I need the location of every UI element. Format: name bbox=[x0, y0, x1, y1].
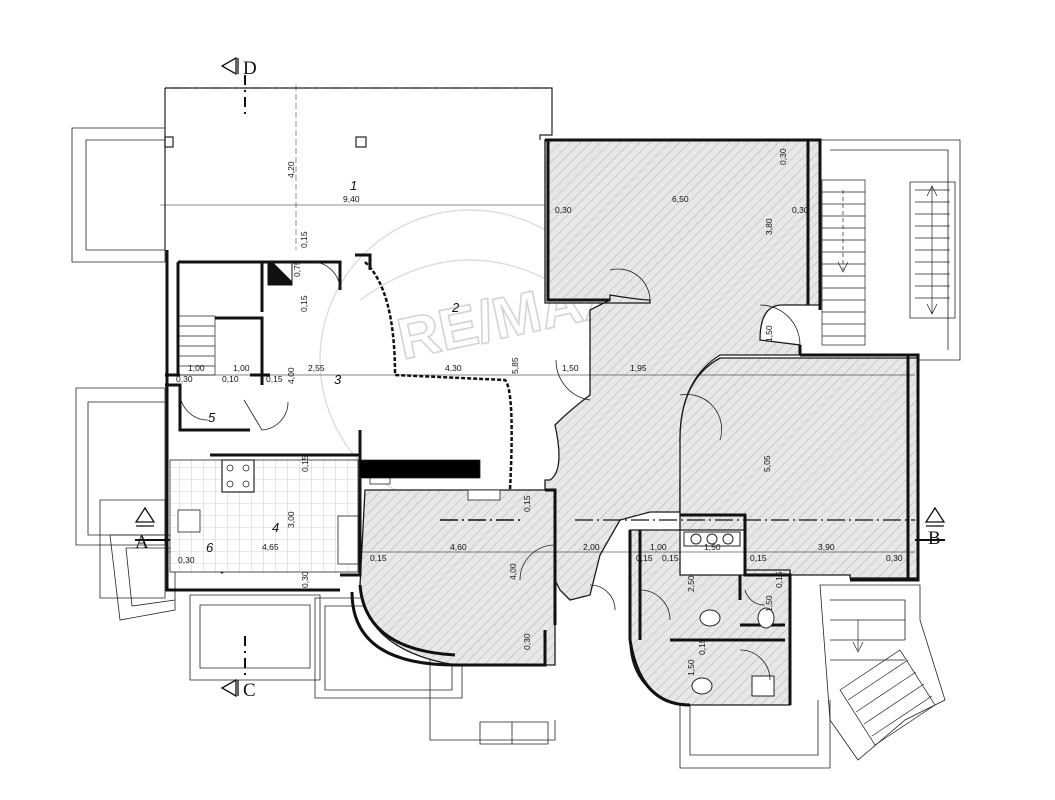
stairs bbox=[176, 179, 950, 746]
dim-0-75: 0,75 bbox=[292, 260, 302, 277]
dim-4-20: 4,20 bbox=[286, 161, 296, 178]
room-label-6: 6 bbox=[206, 540, 214, 555]
dim-0-15-g: 0,15 bbox=[662, 553, 679, 563]
dim-0-15-i: 0,15 bbox=[697, 638, 707, 655]
dim-0-30-a: 0,30 bbox=[555, 205, 572, 215]
dim-1-95: 1,95 bbox=[630, 363, 647, 373]
dim-1-00-a: 1,00 bbox=[188, 363, 205, 373]
fireplace-wedge bbox=[267, 261, 293, 286]
dim-0-30-e: 0,30 bbox=[178, 555, 195, 565]
dim-2-50: 2,50 bbox=[686, 575, 696, 592]
dim-0-30-b: 0,30 bbox=[792, 205, 809, 215]
section-mark-c: C bbox=[243, 680, 256, 701]
dim-2-00: 2,00 bbox=[583, 542, 600, 552]
bathroom-fixtures bbox=[683, 531, 775, 697]
dim-3-80: 3,80 bbox=[764, 218, 774, 235]
dim-5-85: 5,85 bbox=[510, 357, 520, 374]
section-markers: D C A B bbox=[134, 56, 946, 701]
door-swings bbox=[179, 261, 801, 681]
dim-1-50-e: 1,50 bbox=[686, 659, 696, 676]
dim-1-00-c: 1,00 bbox=[650, 542, 667, 552]
section-mark-d: D bbox=[243, 58, 257, 79]
curved-walls bbox=[350, 584, 691, 707]
terrace-room-1 bbox=[160, 85, 553, 250]
dim-0-15-d: 0,15 bbox=[300, 455, 310, 472]
room-label-3: 3 bbox=[334, 372, 342, 387]
room-label-1: 1 bbox=[350, 178, 357, 193]
terrace-outlines bbox=[71, 127, 961, 769]
dim-0-30-h: 0,30 bbox=[300, 571, 310, 588]
dim-4-65: 4,65 bbox=[262, 542, 279, 552]
dim-4-60: 4,60 bbox=[450, 542, 467, 552]
section-mark-b: B bbox=[928, 528, 941, 549]
dim-0-15-j: 0,15 bbox=[774, 571, 784, 588]
room-label-5: 5 bbox=[208, 410, 216, 425]
dim-1-00-b: 1,00 bbox=[233, 363, 250, 373]
room-labels: 1 2 3 5 4 6 bbox=[206, 178, 460, 555]
dim-0-15-e: 0,15 bbox=[522, 495, 532, 512]
dim-1-50-a: 1,50 bbox=[764, 325, 774, 342]
dim-1-50-b: 1,50 bbox=[562, 363, 579, 373]
dim-2-55: 2,55 bbox=[308, 363, 325, 373]
dim-0-30-c: 0,30 bbox=[778, 148, 788, 165]
dim-0-15-k: 0,15 bbox=[636, 553, 653, 563]
dim-0-15-a: 0,15 bbox=[299, 231, 309, 248]
dim-0-15-b: 0,15 bbox=[299, 295, 309, 312]
kitchen bbox=[169, 459, 501, 573]
dim-6-50: 6,50 bbox=[672, 194, 689, 204]
dim-9-40: 9,40 bbox=[343, 194, 360, 204]
dim-4-00-a: 4,00 bbox=[286, 367, 296, 384]
section-mark-a: A bbox=[135, 532, 149, 553]
dim-0-15-f: 0,15 bbox=[370, 553, 387, 563]
dim-1-50-d: 1,50 bbox=[764, 595, 774, 612]
dim-1-50-c: 1,50 bbox=[704, 542, 721, 552]
dim-0-30-d: 0,30 bbox=[176, 374, 193, 384]
room-label-2: 2 bbox=[451, 300, 460, 315]
dim-0-15-h: 0,15 bbox=[750, 553, 767, 563]
dimension-labels: 4,20 9,40 0,30 6,50 0,30 0,30 3,80 0,15 … bbox=[176, 148, 903, 676]
room-label-4: 4 bbox=[272, 520, 279, 535]
dim-3-00: 3,00 bbox=[286, 511, 296, 528]
dim-0-30-f: 0,30 bbox=[522, 633, 532, 650]
dim-0-15-c: 0,15 bbox=[266, 374, 283, 384]
dim-0-30-g: 0,30 bbox=[886, 553, 903, 563]
dim-4-30: 4,30 bbox=[445, 363, 462, 373]
dim-5-05: 5,05 bbox=[762, 455, 772, 472]
dim-0-10: 0,10 bbox=[222, 374, 239, 384]
dim-4-00-b: 4,00 bbox=[508, 563, 518, 580]
dim-3-90: 3,90 bbox=[818, 542, 835, 552]
